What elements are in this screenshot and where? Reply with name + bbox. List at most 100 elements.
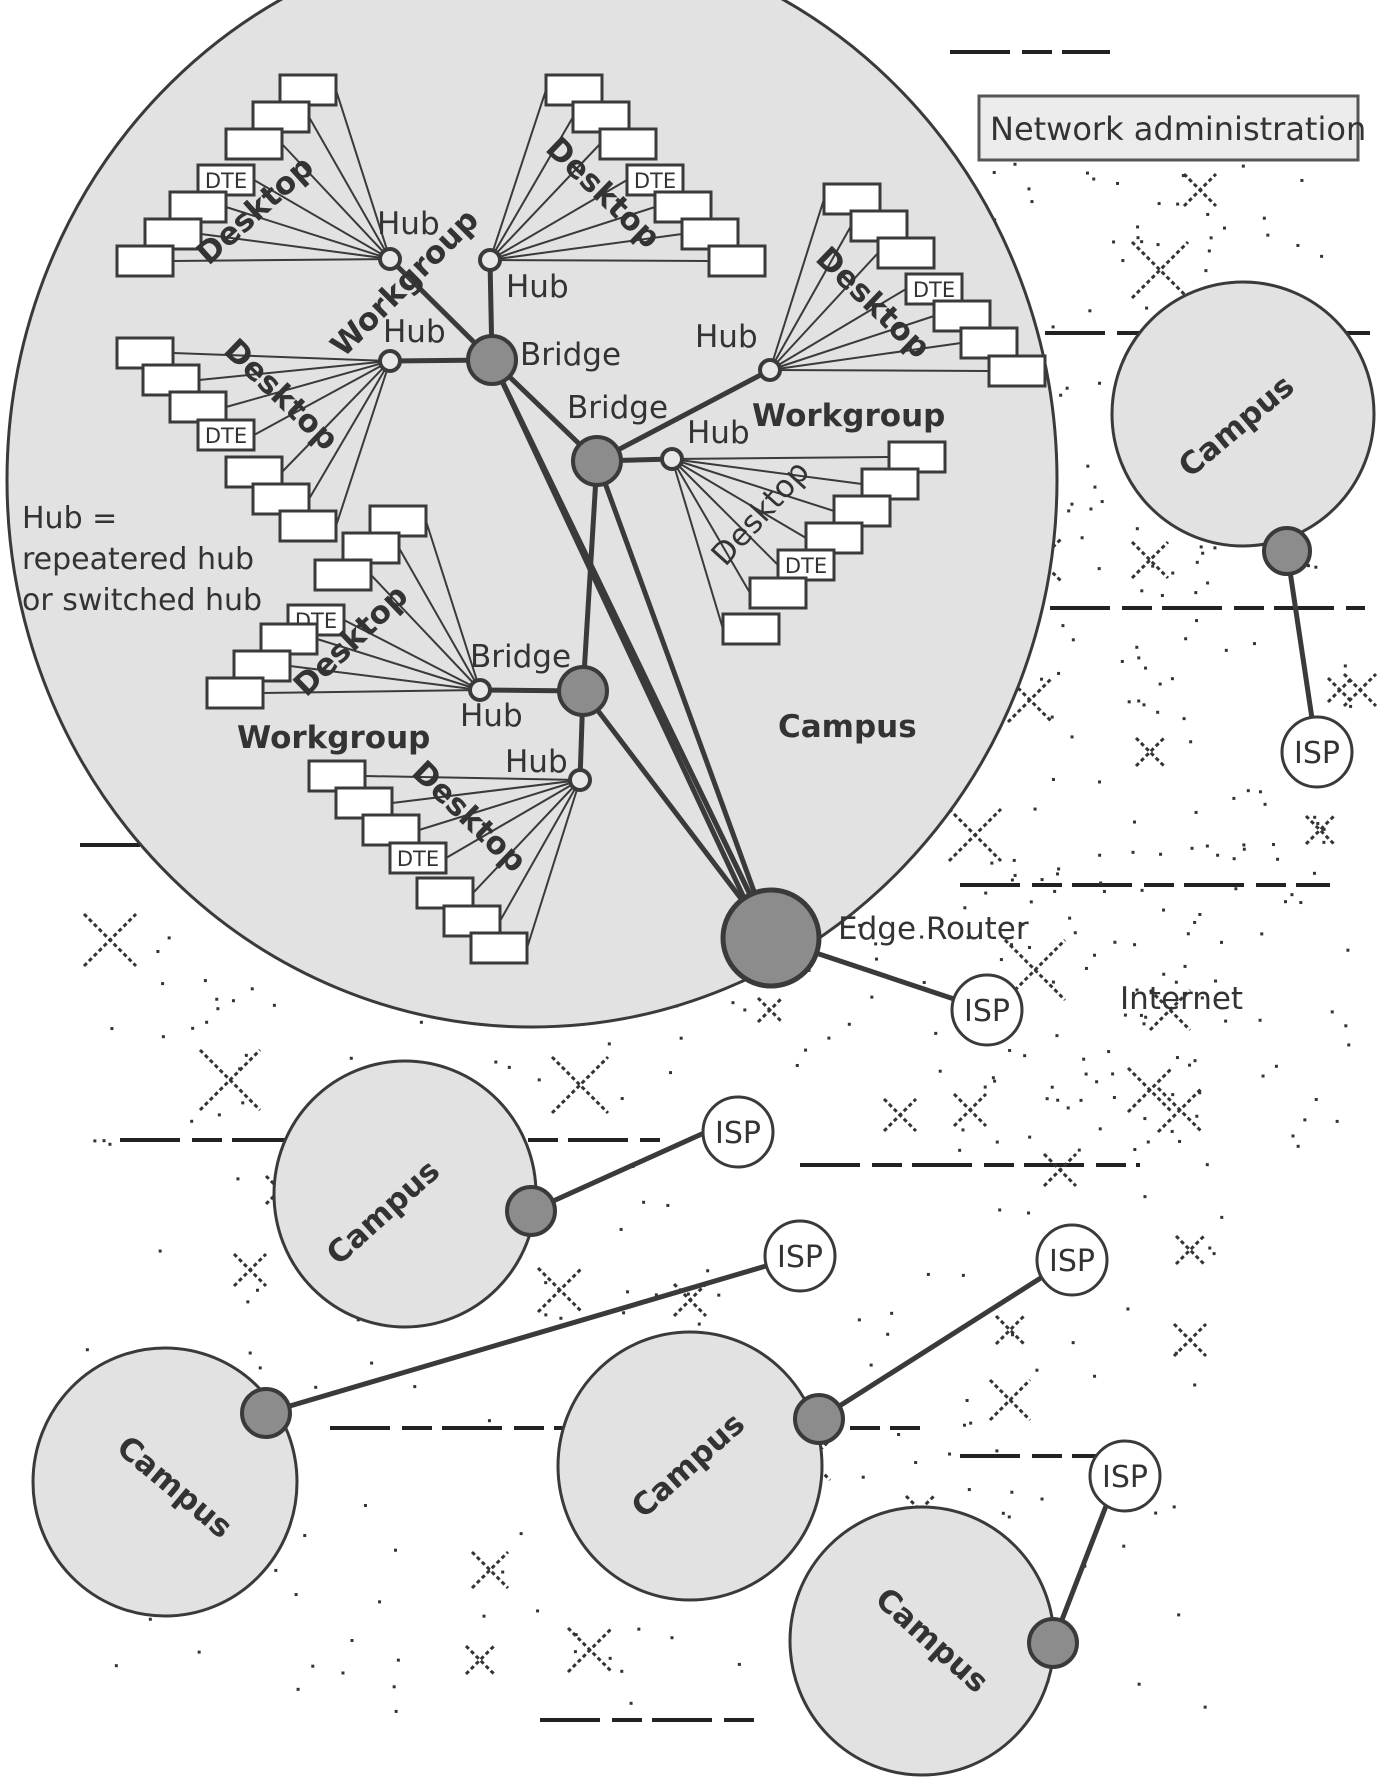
cloud-dot [1206, 212, 1210, 216]
cloud-dot [875, 957, 879, 961]
desktop-box [313, 558, 373, 592]
cloud-dot [1059, 393, 1063, 397]
cloud-dot [1056, 872, 1060, 876]
cloud-dot [965, 1398, 969, 1402]
cloud-dot [1296, 1144, 1300, 1148]
cloud-dot [886, 1332, 890, 1336]
isp-node: ISP [1088, 1439, 1162, 1513]
desktop-box [168, 390, 228, 424]
hub-node [478, 248, 502, 272]
cloud-dot [1040, 1497, 1044, 1501]
cloud-dot [607, 1042, 611, 1046]
desktop-link [769, 225, 852, 371]
cloud-dot [1136, 225, 1140, 229]
desktop-link [671, 458, 835, 512]
campus-isp-link [265, 1253, 801, 1416]
cloud-dot [1314, 565, 1318, 569]
cloud-dot [1252, 642, 1256, 646]
cloud-dot [1028, 945, 1032, 949]
cloud-dot [1142, 1022, 1146, 1026]
cloud-dot [1198, 913, 1202, 917]
cloud-dot [874, 942, 878, 946]
cloud-dot [697, 1322, 701, 1326]
desktop-box [876, 236, 936, 270]
cloud-dot [1262, 216, 1266, 220]
cloud-dot [622, 1311, 626, 1315]
cloud-dot [559, 1316, 563, 1320]
cloud-dot [795, 1063, 799, 1067]
campus-node [556, 1330, 824, 1602]
cloud-dot [1135, 645, 1139, 649]
cloud-dot [1216, 853, 1220, 857]
cloud-dot [1111, 1072, 1115, 1076]
cloud-dot [274, 1568, 278, 1572]
cloud-x-mark [1304, 814, 1336, 846]
cloud-dot [998, 1208, 1002, 1212]
dte-box: DTE [388, 841, 448, 875]
desktop-link [308, 360, 391, 500]
cloud-dot [938, 1069, 942, 1073]
cloud-dot [1010, 943, 1014, 947]
cloud-dot [158, 1249, 162, 1253]
cloud-dot [1190, 846, 1194, 850]
cloud-dot [1029, 900, 1033, 904]
cloud-dot [1093, 485, 1097, 489]
cloud-dot [963, 906, 967, 910]
desktop-link [262, 689, 481, 694]
desktop-link [671, 458, 751, 594]
cloud-dot [1099, 881, 1103, 885]
desktop-link [526, 779, 581, 949]
cloud-dot [1077, 1148, 1081, 1152]
cloud-dot [1170, 1129, 1174, 1133]
cloud-dot [1213, 546, 1217, 550]
bridge-label: Bridge [470, 639, 571, 675]
cloud-dot [1050, 715, 1054, 719]
cloud-dot [686, 1292, 690, 1296]
cloud-dot [897, 1433, 901, 1437]
isp-node: ISP [701, 1095, 775, 1169]
cloud-dot [1303, 1118, 1307, 1122]
cloud-dot [238, 1067, 242, 1071]
cloud-dot [544, 1313, 548, 1317]
cloud-dot [1097, 567, 1101, 571]
cloud-dot [1283, 900, 1287, 904]
workgroup-label: Workgroup [237, 720, 430, 756]
cloud-dot [231, 999, 235, 1003]
desktop-link [489, 259, 710, 262]
cloud-x-mark [232, 1252, 268, 1288]
cloud-dot [1011, 1333, 1015, 1337]
cloud-dot [1056, 1098, 1060, 1102]
desktop-link [364, 775, 581, 781]
cloud-dot [255, 1288, 259, 1292]
cloud-dot [1133, 1147, 1137, 1151]
cloud-dot [1073, 931, 1077, 935]
desktop-box [361, 813, 421, 847]
cloud-dot [272, 1003, 276, 1007]
cloud-dot [341, 1671, 345, 1675]
desktop-link [281, 360, 391, 473]
cloud-dot [1205, 844, 1209, 848]
cloud-dot [1174, 980, 1178, 984]
cloud-dot [573, 1650, 577, 1654]
internet-label: Internet [1120, 981, 1243, 1017]
campus-isp-link [529, 1130, 706, 1214]
cloud-dot [241, 1101, 245, 1105]
cloud-dot [620, 1097, 624, 1101]
cloud-dot [1145, 306, 1149, 310]
cloud-x-mark [988, 1378, 1032, 1422]
cloud-dot [1172, 1505, 1176, 1509]
desktop-link [308, 116, 391, 260]
cloud-dot [1261, 1074, 1265, 1078]
cloud-dot [1186, 932, 1190, 936]
cloud-dot [629, 1701, 633, 1705]
desktop-link [225, 206, 391, 260]
cloud-dot [507, 1065, 511, 1069]
cloud-dot [93, 1139, 97, 1143]
desktop-box [860, 467, 920, 501]
isp-node: ISP [1035, 1223, 1109, 1297]
cloud-dot [827, 1036, 831, 1040]
cloud-dot [544, 1281, 548, 1285]
hub-label: Hub [460, 698, 523, 734]
bridges [466, 334, 623, 717]
cloud-dot [1088, 309, 1092, 313]
